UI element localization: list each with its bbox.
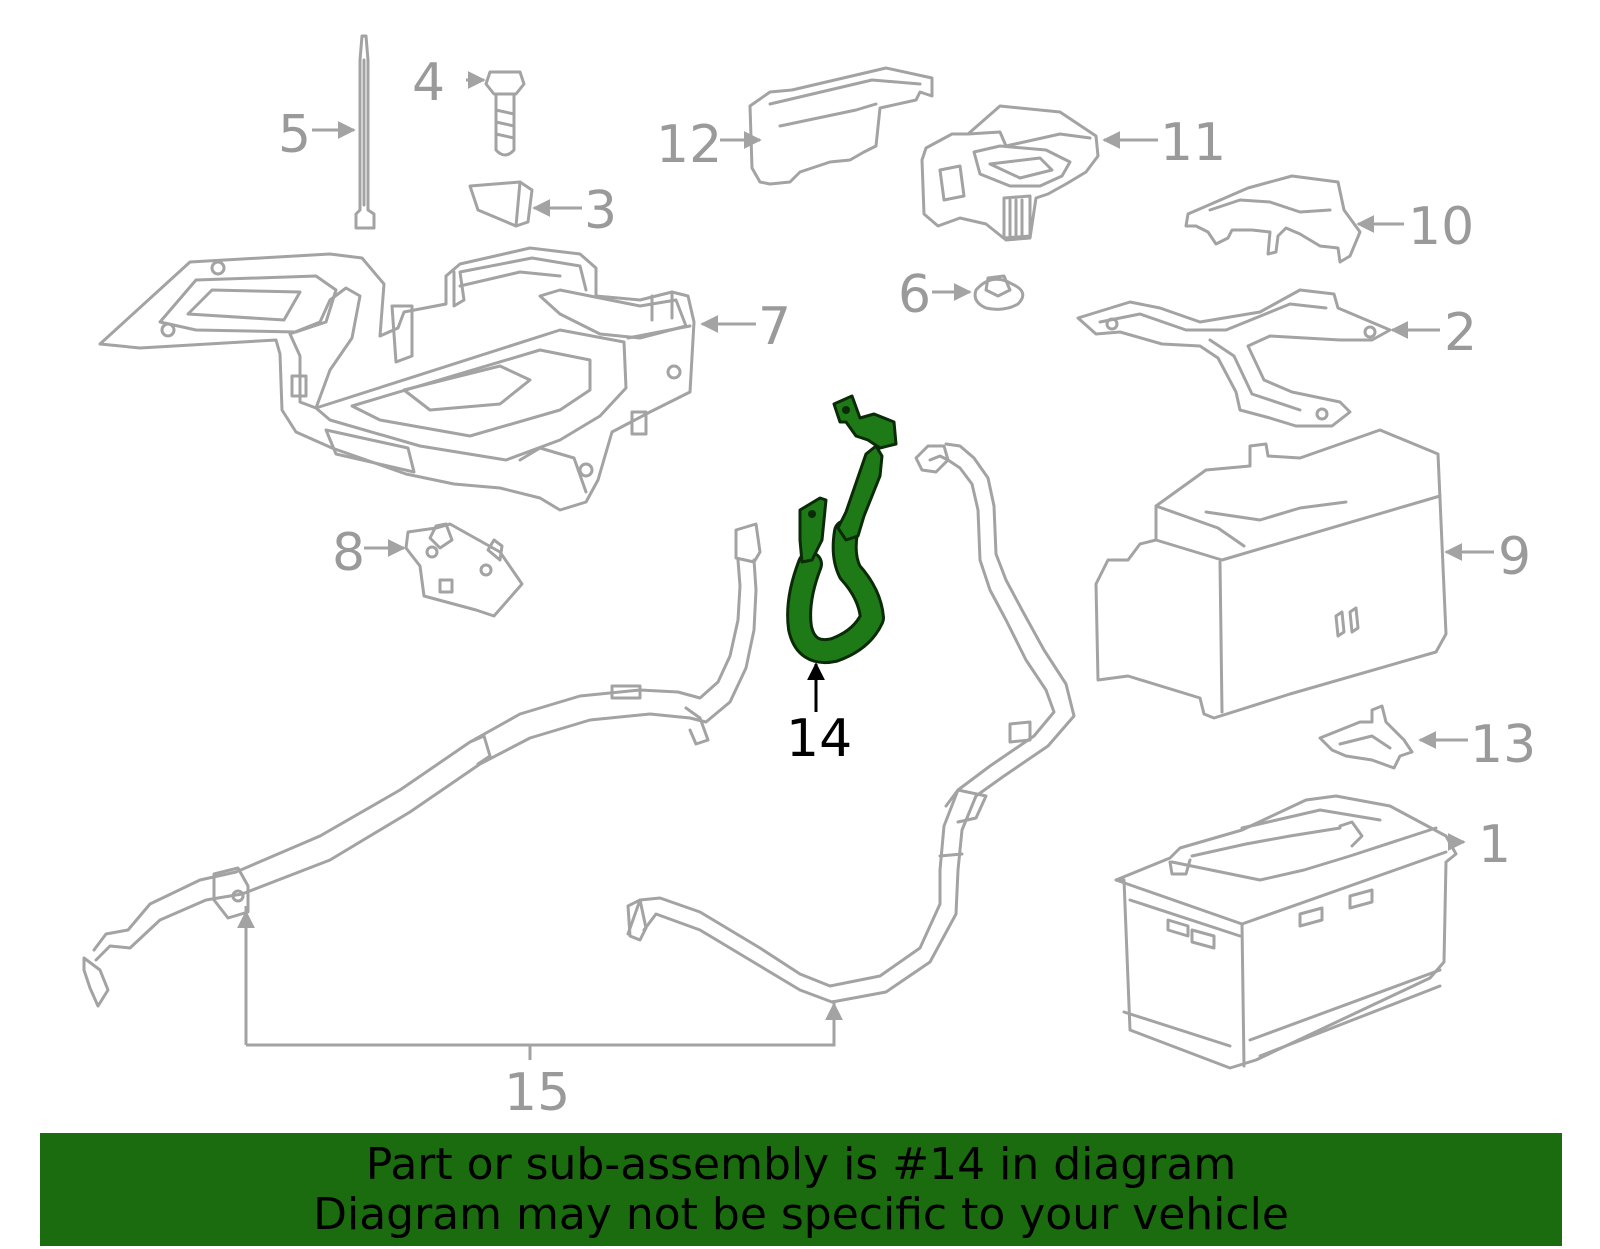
part-1-battery [1114,794,1458,1070]
callout-8: 8 [332,523,365,583]
callout-labels: 1 2 3 4 5 6 7 8 9 10 11 12 13 14 15 [278,53,1536,1123]
callout-12: 12 [656,115,722,175]
part-6-nut [973,274,1025,311]
callout-4: 4 [412,53,445,113]
part-15-cable-right [626,442,1076,1004]
part-13-bracket [1318,704,1414,770]
part-12-cover [748,66,934,186]
callout-15: 15 [504,1063,570,1123]
callout-10: 10 [1408,197,1474,257]
callout-5: 5 [278,105,311,165]
callout-1: 1 [1478,815,1511,875]
part-11-fuse-block [920,104,1100,242]
callout-13: 13 [1470,715,1536,775]
callout-9: 9 [1498,527,1531,587]
part-10-cover [1184,174,1362,264]
banner-line-2: Diagram may not be specific to your vehi… [313,1188,1289,1240]
callout-6: 6 [898,265,931,325]
callout-3: 3 [584,181,617,241]
part-14-battery-cable-highlighted [786,394,898,664]
callout-14: 14 [786,709,852,769]
part-4-bolt [484,70,526,157]
callout-11: 11 [1160,113,1226,173]
info-banner: Part or sub-assembly is #14 in diagram D… [40,1133,1562,1246]
part-3-spacer [468,180,534,228]
part-9-battery-insulator [1094,428,1448,720]
part-5-hold-down-rod [354,34,376,230]
banner-line-1: Part or sub-assembly is #14 in diagram [365,1138,1237,1190]
leader-lines [237,71,1494,1060]
callout-7: 7 [758,297,791,357]
callout-2: 2 [1444,303,1477,363]
part-8-bracket [404,522,524,618]
part-7-battery-tray [98,246,696,512]
part-2-hold-down-bracket [1076,288,1392,428]
part-15-cable-left [82,522,762,1008]
